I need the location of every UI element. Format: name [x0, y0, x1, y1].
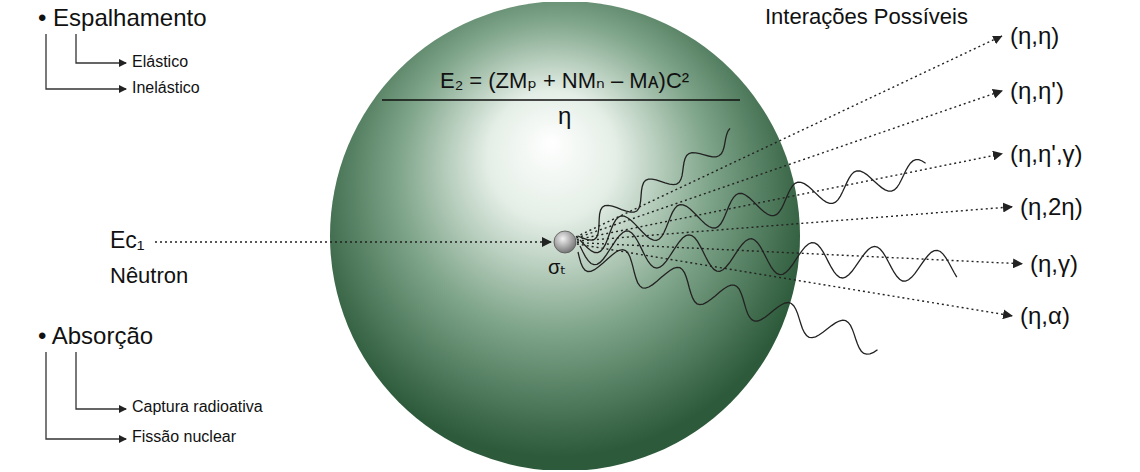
group-heading: • Absorção [38, 322, 153, 350]
energy-symbol: Eᴄ₁ [110, 227, 145, 253]
reaction-label: (η,2η) [1020, 193, 1083, 221]
branch-label: Elástico [132, 53, 188, 71]
radiation-wave [580, 231, 957, 281]
reaction-label: (η,η') [1010, 77, 1064, 105]
target-nucleus [554, 231, 576, 253]
reaction-label: (η,γ) [1030, 250, 1078, 278]
radiation-wave [578, 250, 878, 355]
reaction-label: (η,η',γ) [1010, 140, 1083, 168]
reaction-path [576, 91, 1002, 238]
reaction-label: (η,α) [1020, 302, 1070, 330]
group-heading: • Espalhamento [38, 4, 207, 32]
branch-label: Fissão nuclear [132, 428, 236, 446]
reaction-path [577, 244, 1012, 316]
particle-name: Nêutron [110, 263, 188, 288]
reaction-label: (η,η) [1010, 22, 1059, 50]
reaction-path [577, 207, 1012, 241]
energy-formula: E₂ = (ZMₚ + NMₙ – Mᴀ)C² [440, 68, 689, 93]
radiation-wave [578, 128, 730, 240]
neutron-symbol: η [558, 102, 571, 130]
section-heading: Interações Possíveis [765, 4, 968, 29]
incoming-neutron-path [155, 241, 551, 243]
branch-label: Inelástico [132, 79, 200, 97]
cross-section-symbol: σₜ [548, 256, 566, 279]
branch-label: Captura radioativa [132, 398, 263, 416]
